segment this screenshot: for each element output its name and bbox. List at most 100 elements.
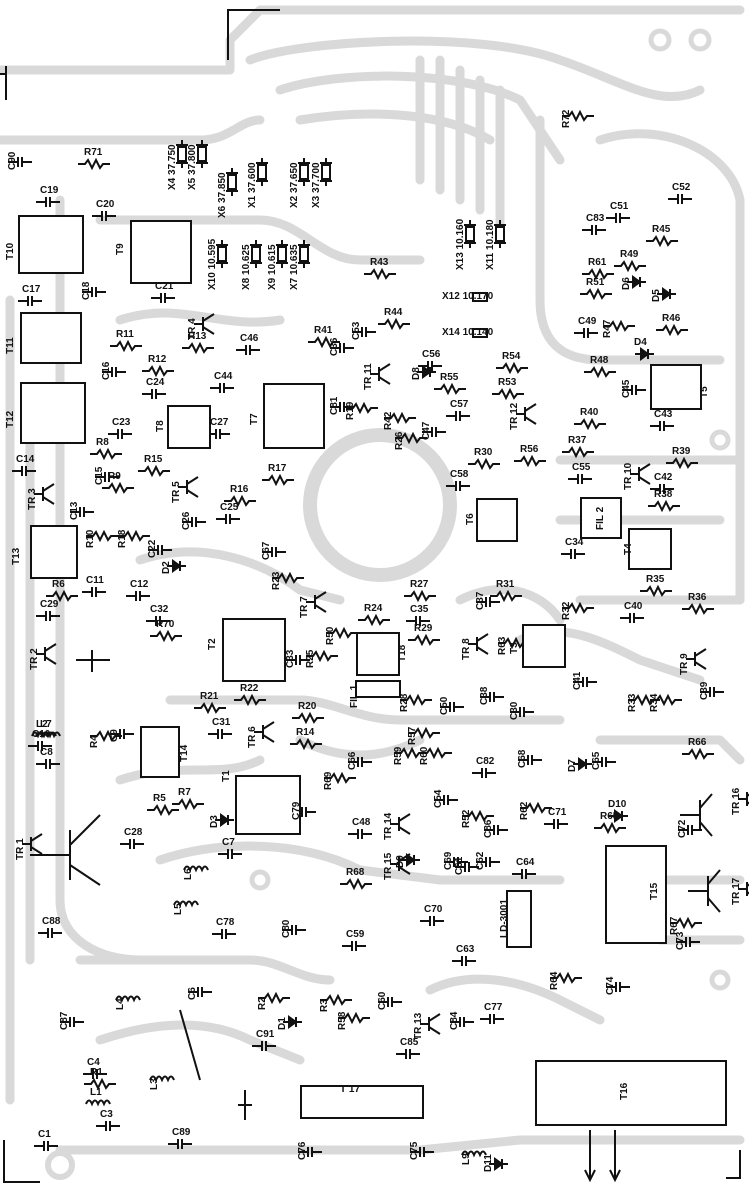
resistor-symbol-r55	[434, 382, 466, 396]
crystal-symbol-x5-37-800	[197, 146, 207, 162]
capacitor-symbol-c80	[282, 925, 306, 935]
cap-label-c37: C37	[475, 591, 486, 610]
cap-label-c63: C63	[456, 944, 475, 955]
capacitor-symbol-c42	[650, 484, 674, 494]
resistor-symbol-r50	[326, 626, 358, 640]
transistor-symbol-tr-5	[178, 476, 199, 498]
res-label-r20: R20	[298, 701, 317, 712]
transistor-symbol-tr-17	[738, 882, 749, 896]
cap-label-c88: C88	[42, 916, 61, 927]
cap-label-c24: C24	[146, 377, 165, 388]
xfmr-label-t5: T5	[699, 386, 710, 398]
cap-label-c76: C76	[297, 1141, 308, 1160]
tr-label-tr-7: TR 7	[299, 596, 310, 618]
cap-label-c68: C68	[517, 749, 528, 768]
tr-label-tr-8: TR 8	[461, 638, 472, 660]
cap-label-c56: C56	[422, 349, 441, 360]
capacitor-symbol-c25	[216, 514, 240, 524]
capacitor-symbol-c11	[82, 587, 106, 597]
filter-label-fil-1: FIL 1	[349, 684, 360, 708]
capacitor-symbol-c48	[348, 829, 372, 839]
xfmr-label-t11: T11	[5, 337, 16, 354]
xtal-label-x10-10-595: X10 10.595	[207, 238, 218, 290]
resistor-symbol-r14	[290, 737, 322, 751]
tr-label-tr-10: TR 10	[623, 462, 634, 490]
diode-symbol-d9	[401, 853, 420, 867]
capacitor-symbol-c44	[210, 383, 234, 393]
inductor-symbol-l1	[85, 1099, 111, 1107]
resistor-symbol-r21	[194, 701, 226, 715]
capacitor-symbol-c52	[668, 194, 692, 204]
transistor-symbol-tr-12	[516, 403, 537, 425]
capacitor-symbol-c81	[330, 402, 354, 412]
capacitor-symbol-c41	[573, 677, 597, 687]
cap-label-c10: C10	[32, 729, 51, 740]
xfmr-label-t1: T1	[221, 770, 232, 782]
transformer-t12-box	[20, 382, 86, 444]
xtal-label-x3-37-700: X3 37.700	[311, 162, 322, 208]
capacitor-symbol-c67	[262, 547, 286, 557]
xtal-label-x13-10-160: X13 10.160	[455, 218, 466, 270]
crystal-leads-x7-10-635	[298, 240, 310, 268]
crystal-symbol-x6-37-850	[227, 174, 237, 190]
resistor-symbol-r40	[574, 417, 606, 431]
xtal-label-x4-37-750: X4 37.750	[167, 144, 178, 190]
crystal-leads-x3-37-700	[320, 158, 332, 186]
capacitor-symbol-c90	[8, 157, 32, 167]
resistor-symbol-r56	[514, 454, 546, 468]
cap-label-c18: C18	[81, 281, 92, 300]
cap-label-c53: C53	[351, 321, 362, 340]
xtal-label-x14-10-140: X14 10.140	[442, 327, 494, 338]
diode-label-d1: D1	[277, 1017, 288, 1030]
res-label-r65: R65	[600, 811, 619, 822]
capacitor-symbol-c57	[446, 411, 470, 421]
resistor-symbol-r25	[306, 649, 338, 663]
cap-label-c36: C36	[329, 337, 340, 356]
res-label-r29: R29	[414, 623, 433, 634]
xtal-label-x2-37-650: X2 37.650	[289, 162, 300, 208]
cap-label-c51: C51	[610, 201, 629, 212]
inductor-symbol-l4	[115, 995, 141, 1003]
cap-label-c61: C61	[454, 856, 465, 875]
capacitor-symbol-c70	[420, 916, 444, 926]
cap-label-c14: C14	[16, 454, 35, 465]
transistor-symbol-tr-9	[686, 648, 707, 670]
cap-label-c45: C45	[621, 379, 632, 398]
capacitor-symbol-c24	[142, 389, 166, 399]
resistor-symbol-r27	[404, 589, 436, 603]
diode-label-d9: D9	[395, 855, 406, 868]
res-label-r7: R7	[178, 787, 191, 798]
cap-label-c4: C4	[87, 1057, 100, 1068]
tr-label-tr-12: TR 12	[509, 402, 520, 430]
tr-label-tr-15: TR 15	[383, 852, 394, 880]
crystal-symbol-x10-10-595	[217, 246, 227, 262]
res-label-r67: R67	[669, 916, 680, 935]
res-label-r14: R14	[296, 727, 315, 738]
resistor-symbol-r48	[584, 365, 616, 379]
capacitor-symbol-c9	[110, 729, 134, 739]
diode-label-d10: D10	[608, 799, 627, 810]
crystal-symbol-x8-10-625	[251, 246, 261, 262]
transistor-tr2-symbol	[76, 650, 110, 672]
resistor-symbol-r8	[90, 447, 122, 461]
resistor-symbol-r57	[408, 726, 440, 740]
diode-symbol-d3	[215, 813, 234, 827]
diode-label-d7: D7	[567, 759, 578, 772]
cap-label-c58: C58	[450, 469, 469, 480]
xfmr-label-t15: T15	[649, 882, 660, 900]
capacitor-symbol-c60	[378, 997, 402, 1007]
ind-label-l2: L2	[36, 719, 48, 730]
res-label-r31: R31	[496, 579, 515, 590]
resistor-symbol-r51	[580, 287, 612, 301]
resistor-symbol-r61	[582, 267, 614, 281]
capacitor-symbol-c38	[480, 692, 504, 702]
capacitor-symbol-c62	[476, 857, 500, 867]
resistor-symbol-r22	[234, 693, 266, 707]
xfmr-label-t7: T7	[249, 413, 260, 425]
cap-label-c84: C84	[449, 1011, 460, 1030]
cap-label-c26: C26	[181, 511, 192, 530]
cap-label-c44: C44	[214, 371, 233, 382]
res-label-r69: R69	[323, 771, 334, 790]
resistor-symbol-r69	[324, 771, 356, 785]
